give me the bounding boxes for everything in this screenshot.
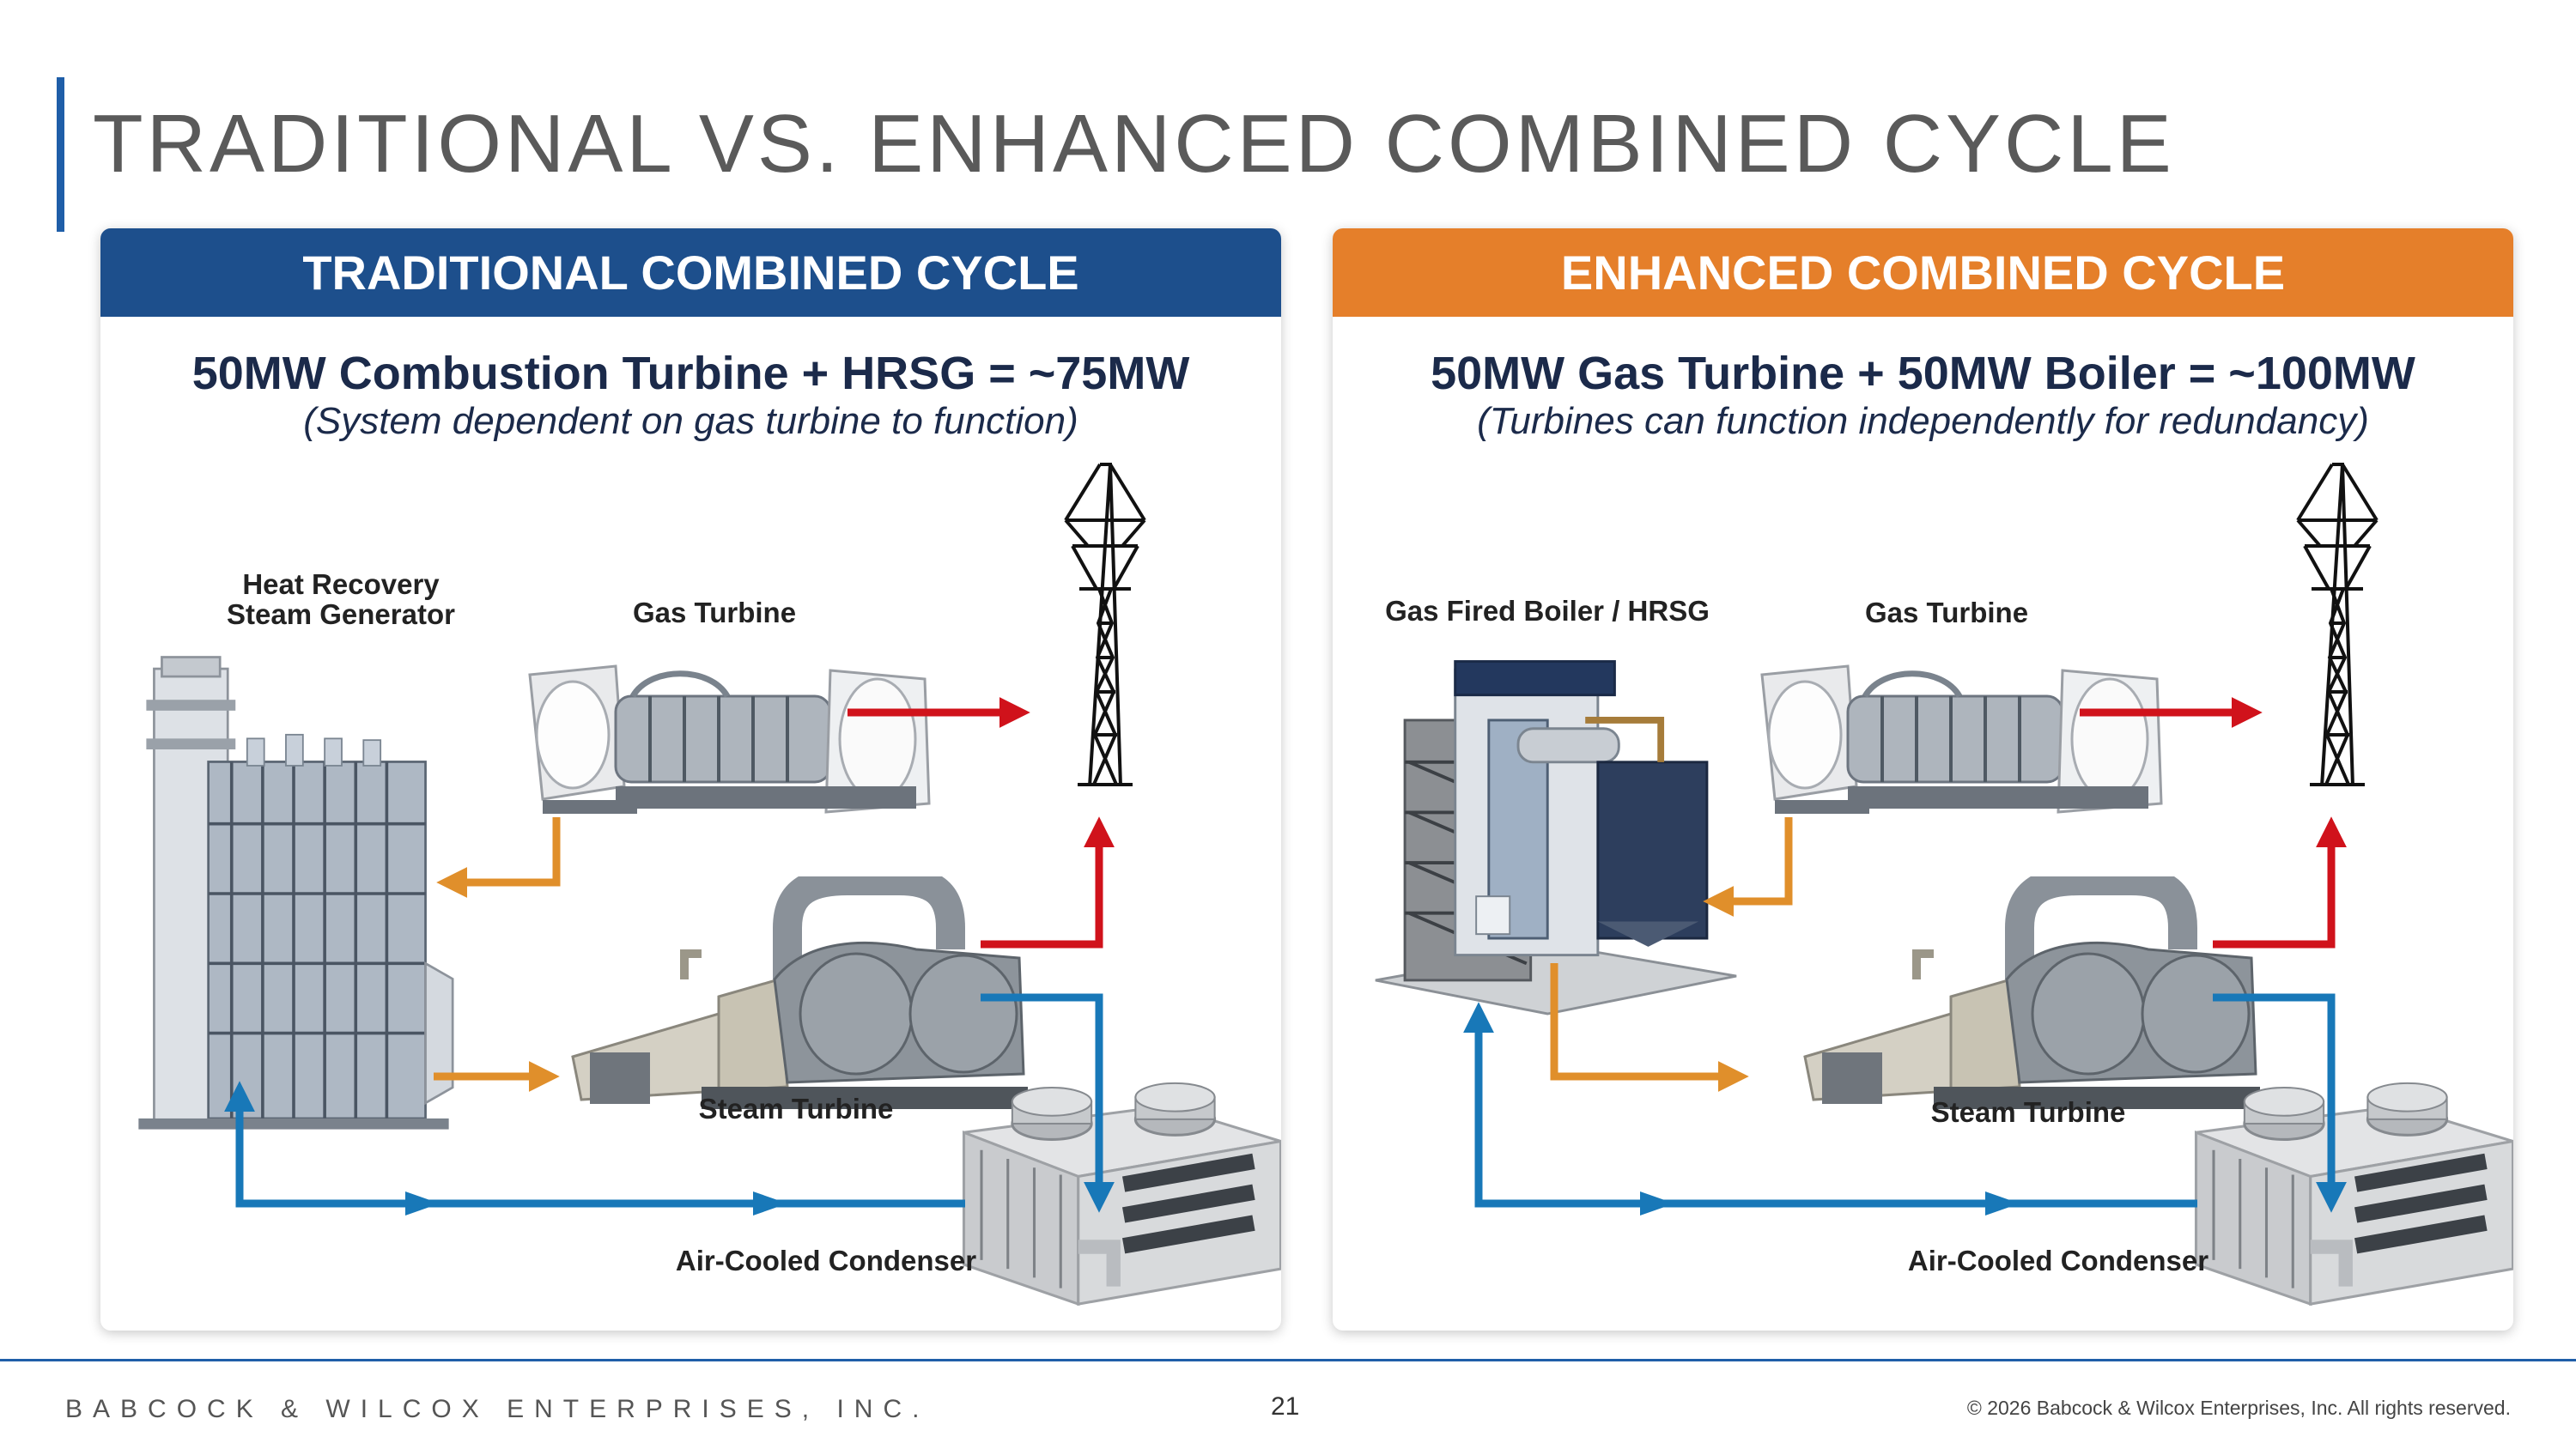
enhanced-cycle-panel: ENHANCED COMBINED CYCLE 50MW Gas Turbine… bbox=[1333, 228, 2513, 1331]
boiler-image bbox=[1376, 662, 1736, 1014]
page-title: TRADITIONAL VS. ENHANCED COMBINED CYCLE bbox=[93, 98, 2175, 190]
condensate-arrowhead-left bbox=[405, 1191, 440, 1216]
transmission-tower-icon bbox=[1066, 464, 1145, 786]
enhanced-cycle-header: ENHANCED COMBINED CYCLE bbox=[1333, 228, 2513, 317]
steam-turbine-label-right: Steam Turbine bbox=[1930, 1096, 2126, 1128]
condensate-return-arrow-right bbox=[1463, 1002, 2197, 1208]
steam-turbine-label: Steam Turbine bbox=[698, 1093, 894, 1125]
power-arrow-steam-turbine bbox=[981, 816, 1115, 949]
condenser-image-right bbox=[2196, 1083, 2513, 1304]
page-number: 21 bbox=[1271, 1392, 1300, 1421]
traditional-cycle-panel: TRADITIONAL COMBINED CYCLE 50MW Combusti… bbox=[100, 228, 1281, 1331]
gas-turbine-image-right bbox=[1762, 666, 2161, 814]
gas-turbine-label: Gas Turbine bbox=[632, 597, 797, 628]
enhanced-cycle-diagram bbox=[1333, 228, 2513, 1331]
condensate-arrowhead-mid bbox=[753, 1191, 787, 1216]
footer-rule bbox=[0, 1359, 2576, 1361]
company-name: BABCOCK & WILCOX ENTERPRISES, INC. bbox=[65, 1395, 930, 1423]
exhaust-steam-arrow-to-condenser bbox=[981, 993, 1115, 1213]
exhaust-arrow-to-hrsg bbox=[436, 817, 561, 898]
exhaust-steam-arrow-to-condenser-right bbox=[2213, 993, 2347, 1213]
enhanced-note: (Turbines can function independently for… bbox=[1477, 400, 2369, 442]
condensate-arrowhead-mid-right bbox=[1985, 1191, 2020, 1216]
condenser-image bbox=[964, 1083, 1281, 1304]
condensate-return-arrow bbox=[224, 1081, 965, 1208]
copyright-notice: © 2026 Babcock & Wilcox Enterprises, Inc… bbox=[1966, 1397, 2511, 1419]
traditional-note: (System dependent on gas turbine to func… bbox=[303, 400, 1078, 442]
traditional-cycle-header: TRADITIONAL COMBINED CYCLE bbox=[100, 228, 1281, 317]
traditional-formula: 50MW Combustion Turbine + HRSG = ~75MW bbox=[191, 348, 1190, 399]
condensate-arrowhead-left-right bbox=[1640, 1191, 1674, 1216]
hrsg-image bbox=[137, 655, 454, 1131]
transmission-tower-icon-right bbox=[2298, 464, 2377, 786]
steam-arrow-to-turbine-right bbox=[1550, 963, 1749, 1092]
traditional-cycle-diagram bbox=[137, 228, 1281, 1331]
boiler-label: Gas Fired Boiler / HRSG bbox=[1385, 595, 1710, 627]
condenser-label-right: Air-Cooled Condenser bbox=[1907, 1245, 2209, 1276]
condenser-label: Air-Cooled Condenser bbox=[675, 1245, 977, 1276]
enhanced-formula: 50MW Gas Turbine + 50MW Boiler = ~100MW bbox=[1431, 348, 2415, 399]
exhaust-arrow-to-boiler bbox=[1703, 817, 1793, 917]
steam-turbine-image-right bbox=[1805, 881, 2260, 1109]
power-arrow-steam-turbine-right bbox=[2213, 816, 2347, 949]
title-accent-bar bbox=[57, 77, 64, 232]
gas-turbine-image bbox=[530, 666, 929, 814]
steam-turbine-image bbox=[573, 881, 1028, 1109]
gas-turbine-label-right: Gas Turbine bbox=[1864, 597, 2029, 628]
